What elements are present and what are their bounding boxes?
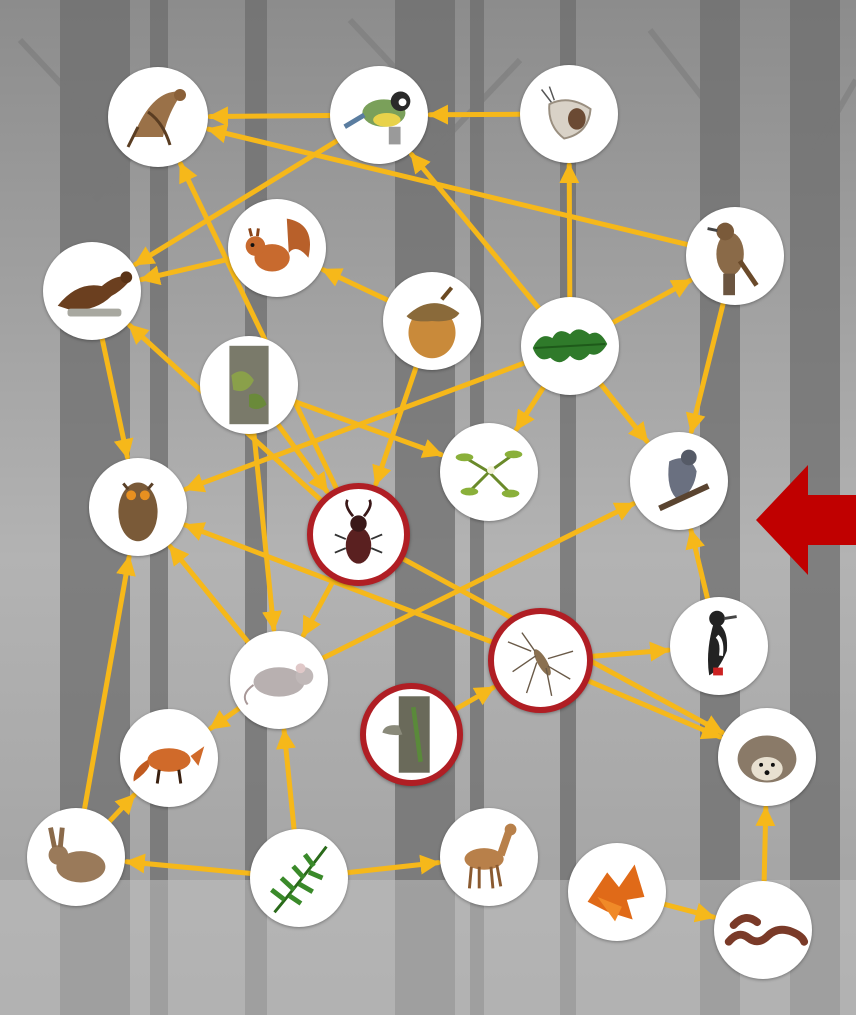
acorn-node xyxy=(383,272,481,370)
pine-marten-node xyxy=(43,242,141,340)
arrow-fern-to-rabbit xyxy=(127,862,250,874)
autumn-leaves-node xyxy=(568,843,666,941)
woodpecker-node xyxy=(670,597,768,695)
deer-node xyxy=(440,808,538,906)
arrow-acorn-to-squirrel xyxy=(323,270,388,300)
dead-wood-node xyxy=(360,683,463,786)
moth-icon xyxy=(520,65,618,163)
moth-node xyxy=(520,65,618,163)
arrow-dead-wood-to-mosquito xyxy=(456,688,493,709)
arrow-oak-leaf-to-thrush xyxy=(613,280,690,322)
lichen-icon xyxy=(200,336,298,434)
goshawk-icon xyxy=(630,432,728,530)
deer-icon xyxy=(440,808,538,906)
hedgehog-icon xyxy=(718,708,816,806)
hawk-icon xyxy=(108,67,208,167)
blue-tit-node xyxy=(330,66,428,164)
arrow-earthworm-to-hedgehog xyxy=(764,808,766,881)
thrush-icon xyxy=(686,207,784,305)
arrow-fern-to-deer xyxy=(348,863,439,873)
acorn-icon xyxy=(383,272,481,370)
rabbit-icon xyxy=(27,808,125,906)
pointer-arrow-icon xyxy=(756,465,856,575)
fox-node xyxy=(120,709,218,807)
mistletoe-icon xyxy=(440,423,538,521)
mosquito-icon xyxy=(494,614,587,707)
goshawk-node xyxy=(630,432,728,530)
arrow-autumn-leaves-to-earthworm xyxy=(664,904,713,917)
mistletoe-node xyxy=(440,423,538,521)
stag-beetle-icon xyxy=(313,489,404,580)
mouse-node xyxy=(230,631,328,729)
fox-icon xyxy=(120,709,218,807)
arrow-pine-marten-to-owl xyxy=(102,339,127,457)
arrow-mouse-to-owl xyxy=(170,547,248,642)
arrow-blue-tit-to-sparrowhawk xyxy=(210,115,330,116)
woodpecker-icon xyxy=(670,597,768,695)
earthworm-node xyxy=(714,881,812,979)
mosquito-node xyxy=(488,608,593,713)
arrow-oak-leaf-to-moth xyxy=(569,165,570,297)
arrow-fern-to-mouse xyxy=(284,731,294,830)
marten-icon xyxy=(43,242,141,340)
sparrowhawk-node xyxy=(108,67,208,167)
arrow-squirrel-to-pine-marten xyxy=(142,259,230,279)
arrow-stag-beetle-to-mouse xyxy=(303,580,333,636)
owl-node xyxy=(89,458,187,556)
hedgehog-node xyxy=(718,708,816,806)
fern-node xyxy=(250,829,348,927)
stag-beetle-node xyxy=(307,483,410,586)
arrow-lichen-to-mouse xyxy=(254,434,274,630)
arrow-acorn-to-stag-beetle xyxy=(376,367,416,484)
rabbit-node xyxy=(27,808,125,906)
oak-leaf-node xyxy=(521,297,619,395)
owl-icon xyxy=(89,458,187,556)
arrow-mosquito-to-woodpecker xyxy=(593,650,668,656)
lichen-node xyxy=(200,336,298,434)
squirrel-node xyxy=(228,199,326,297)
leaf-litter-icon xyxy=(568,843,666,941)
earthworm-icon xyxy=(714,881,812,979)
mouse-icon xyxy=(230,631,328,729)
squirrel-icon xyxy=(228,199,326,297)
dead-wood-icon xyxy=(366,689,457,780)
thrush-node xyxy=(686,207,784,305)
fern-icon xyxy=(250,829,348,927)
arrow-woodpecker-to-goshawk xyxy=(691,531,707,599)
tit-bird-icon xyxy=(330,66,428,164)
arrow-thrush-to-goshawk xyxy=(691,304,723,432)
oak-leaf-icon xyxy=(521,297,619,395)
